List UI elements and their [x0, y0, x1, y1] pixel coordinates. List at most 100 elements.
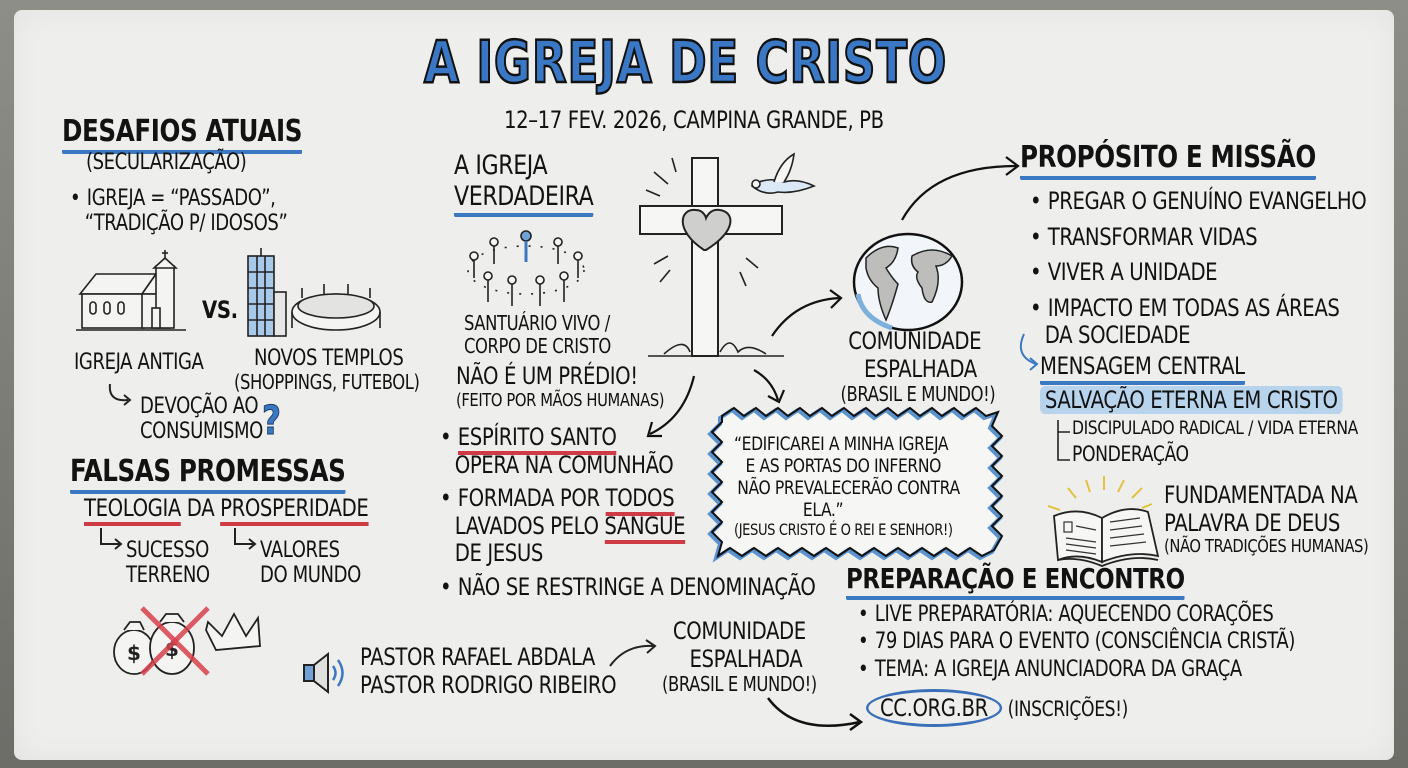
- opera-comunhao: OPERA NA COMUNHÃO: [454, 450, 674, 479]
- fundamentada-line: FUNDAMENTADA NA: [1164, 481, 1358, 509]
- old-church-icon: [76, 250, 186, 331]
- desafios-heading-text: DESAFIOS ATUAIS: [62, 114, 302, 154]
- nao-tradicoes-line: (NÃO TRADIÇÕES HUMANAS): [1164, 536, 1369, 558]
- quote-attribution: (JESUS CRISTO É O REI E SENHOR!): [734, 520, 953, 540]
- page-title: A IGREJA DE CRISTO: [423, 27, 948, 98]
- new-temples-caption: NOVOS TEMPLOS: [254, 346, 404, 371]
- quote-line2: E AS PORTAS DO INFERNO: [745, 454, 941, 477]
- open-bible-icon: [1047, 476, 1160, 567]
- discipulado: DISCIPULADO RADICAL / VIDA ETERNA: [1072, 417, 1358, 439]
- quote-text: “EDIFICAREI A MINHA IGREJA E AS PORTAS D…: [734, 433, 960, 540]
- proposito-bullet-4-cont: DA SOCIEDADE: [1044, 321, 1191, 350]
- registration-link[interactable]: CC.ORG.BR: [866, 689, 1002, 727]
- teologia-word: TEOLOGIA: [84, 494, 181, 526]
- verdadeira-bullets: ESPÍRITO SANTO OPERA NA COMUNHÃO FORMADA…: [440, 423, 816, 602]
- proposito-bullets: PREGAR O GENUÍNO EVANGELHO TRANSFORMAR V…: [1030, 187, 1367, 350]
- proposito-heading: PROPÓSITO E MISSÃO: [1020, 140, 1316, 180]
- desafios-bullet-line1: IGREJA = “PASSADO”,: [70, 186, 287, 211]
- da-word: DA: [186, 494, 215, 522]
- proposito-bullet-4: IMPACTO EM TODAS AS ÁREAS: [1030, 294, 1366, 323]
- falsas-heading-text: FALSAS PROMESSAS: [70, 454, 346, 494]
- sucesso-terreno: SUCESSO TERRENO: [126, 538, 210, 589]
- santuario-line2: CORPO DE CRISTO: [464, 334, 611, 358]
- formada-pre: FORMADA POR: [457, 484, 606, 513]
- ponderacao: PONDERAÇÃO: [1072, 441, 1189, 466]
- pastor-rodrigo: PASTOR RODRIGO RIBEIRO: [360, 670, 617, 699]
- espirito-santo-bullet: ESPÍRITO SANTO: [440, 423, 815, 455]
- santuario-caption: SANTUÁRIO VIVO / CORPO DE CRISTO: [464, 312, 611, 358]
- branch-arrow-icon: [100, 528, 123, 550]
- curved-arrow-icon: [108, 383, 132, 406]
- preparacao-bullet-2: 79 DIAS PARA O EVENTO (CONSCIÊNCIA CRIST…: [858, 629, 1296, 654]
- quote-line3: NÃO PREVALECERÃO CONTRA: [737, 476, 960, 499]
- question-mark-icon: ?: [262, 398, 282, 445]
- comunidade-top: COMUNIDADE ESPALHADA (BRASIL E MUNDO!): [834, 327, 996, 407]
- comunidade-top-line2: ESPALHADA: [863, 354, 977, 383]
- preparacao-heading-text: PREPARAÇÃO E ENCONTRO: [846, 562, 1185, 600]
- mensagem-heading-text: MENSAGEM CENTRAL: [1040, 352, 1245, 385]
- curved-arrow-icon: [1020, 333, 1039, 371]
- registration-link-row: CC.ORG.BR (INSCRIÇÕES!): [866, 689, 1129, 727]
- pastor-rafael: PASTOR RAFAEL ABDALA: [360, 643, 595, 671]
- branch-arrow-icon: [234, 528, 257, 550]
- devocao-line1: DEVOÇÃO AO: [140, 394, 259, 419]
- cross-arrows-icon: [646, 375, 696, 438]
- registration-note: (INSCRIÇÕES!): [1007, 697, 1129, 721]
- lavados-pre: LAVADOS PELO: [454, 511, 605, 540]
- comunidade-top-line1: COMUNIDADE: [848, 327, 982, 355]
- comunidade-bottom-line2: ESPALHADA: [689, 644, 803, 673]
- cross-heart-dove-icon: [639, 152, 816, 357]
- speaker-icon: [303, 651, 344, 695]
- comunidade-bottom: COMUNIDADE ESPALHADA (BRASIL E MUNDO!): [662, 617, 817, 697]
- espirito-santo-text: ESPÍRITO SANTO: [457, 423, 617, 455]
- verdadeira-line1: A IGREJA: [454, 150, 548, 181]
- quote-line1: “EDIFICAREI A MINHA IGREJA: [734, 433, 949, 455]
- preparacao-bullet-1: LIVE PREPARATÓRIA: AQUECENDO CORAÇÕES: [858, 602, 1295, 627]
- globe-icon: [852, 232, 964, 332]
- desafios-bullet: IGREJA = “PASSADO”, “TRADIÇÃO P/ IDOSOS”: [70, 186, 288, 237]
- preparacao-heading: PREPARAÇÃO E ENCONTRO: [846, 562, 1185, 600]
- denominacao-bullet: NÃO SE RESTRINGE A DENOMINAÇÃO: [440, 573, 816, 602]
- event-date-location: 12–17 FEV. 2026, CAMPINA GRANDE, PB: [504, 106, 884, 134]
- verdadeira-heading: A IGREJA VERDADEIRA: [454, 150, 594, 218]
- mensagem-highlight: SALVAÇÃO ETERNA EM CRISTO: [1040, 386, 1343, 414]
- valores-mundo: VALORES DO MUNDO: [260, 538, 361, 589]
- quote-line4: ELA.”: [802, 498, 844, 521]
- devocao-consumismo: DEVOÇÃO AO CONSUMISMO: [140, 394, 263, 445]
- salvacao-eterna: SALVAÇÃO ETERNA EM CRISTO: [1040, 386, 1343, 414]
- sucesso-line2: TERRENO: [126, 563, 210, 589]
- valores-line2: DO MUNDO: [260, 563, 361, 589]
- desafios-heading: DESAFIOS ATUAIS: [62, 114, 302, 154]
- tree-branch-icon: [1057, 420, 1070, 461]
- proposito-bullet-3: VIVER A UNIDADE: [1030, 259, 1366, 287]
- prosperidade-word: PROSPERIDADE: [220, 494, 369, 526]
- svg-text:$: $: [127, 641, 141, 665]
- arrow-down-icon: [753, 369, 786, 404]
- arrow-to-globe-icon: [771, 289, 843, 337]
- valores-line1: VALORES: [260, 538, 340, 563]
- comunidade-bottom-line3: (BRASIL E MUNDO!): [662, 672, 817, 697]
- formada-bullet: FORMADA POR TODOS: [440, 484, 815, 517]
- comunidade-top-line3: (BRASIL E MUNDO!): [840, 382, 996, 407]
- todos-word: TODOS: [605, 484, 675, 517]
- crossed-money-bags-crown-icon: $ $: [113, 606, 261, 676]
- pastores: PASTOR RAFAEL ABDALA PASTOR RODRIGO RIBE…: [360, 643, 617, 699]
- santuario-line1: SANTUÁRIO VIVO /: [464, 311, 610, 335]
- whiteboard: A IGREJA DE CRISTO 12–17 FEV. 2026, CAMP…: [14, 10, 1394, 760]
- proposito-bullet-2: TRANSFORMAR VIDAS: [1030, 223, 1366, 252]
- desafios-bullet-line2: “TRADIÇÃO P/ IDOSOS”: [84, 211, 288, 237]
- mensagem-sub: DISCIPULADO RADICAL / VIDA ETERNA PONDER…: [1072, 417, 1358, 466]
- skyscraper-stadium-icon: [247, 248, 381, 337]
- vs-label: VS.: [202, 296, 238, 324]
- proposito-bullet-1: PREGAR O GENUÍNO EVANGELHO: [1030, 187, 1367, 216]
- arrow-to-link-icon: [766, 697, 864, 732]
- not-building-sub: (FEITO POR MÃOS HUMANAS): [456, 390, 665, 411]
- arrow-to-proposito-icon: [901, 156, 1020, 221]
- teologia-prosperidade: TEOLOGIA DA PROSPERIDADE: [84, 494, 369, 526]
- sucesso-line1: SUCESSO: [126, 538, 209, 563]
- devocao-line2: CONSUMISMO: [140, 419, 263, 445]
- bible-caption: FUNDAMENTADA NA PALAVRA DE DEUS (NÃO TRA…: [1164, 481, 1369, 558]
- desafios-subheading: (SECULARIZAÇÃO): [86, 150, 247, 175]
- preparacao-bullets: LIVE PREPARATÓRIA: AQUECENDO CORAÇÕES 79…: [858, 602, 1296, 682]
- proposito-heading-text: PROPÓSITO E MISSÃO: [1020, 140, 1316, 180]
